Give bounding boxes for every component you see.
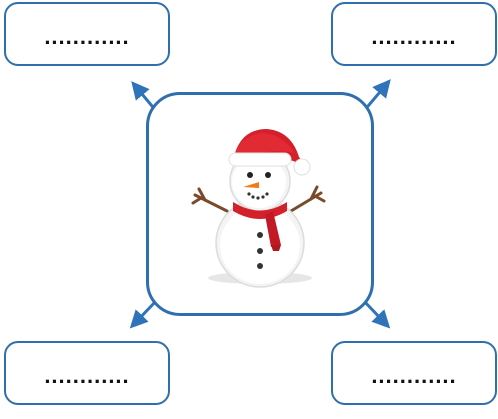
blank-dots: ............ <box>371 24 456 50</box>
answer-box-bottom-right[interactable]: ............ <box>331 341 497 405</box>
blank-dots: ............ <box>371 363 456 389</box>
blank-dots: ............ <box>44 24 129 50</box>
answer-box-bottom-left[interactable]: ............ <box>4 341 170 405</box>
center-image-frame <box>146 92 374 316</box>
answer-box-top-left[interactable]: ............ <box>4 2 170 66</box>
snowman-icon <box>149 95 371 313</box>
answer-box-top-right[interactable]: ............ <box>331 2 497 66</box>
blank-dots: ............ <box>44 363 129 389</box>
